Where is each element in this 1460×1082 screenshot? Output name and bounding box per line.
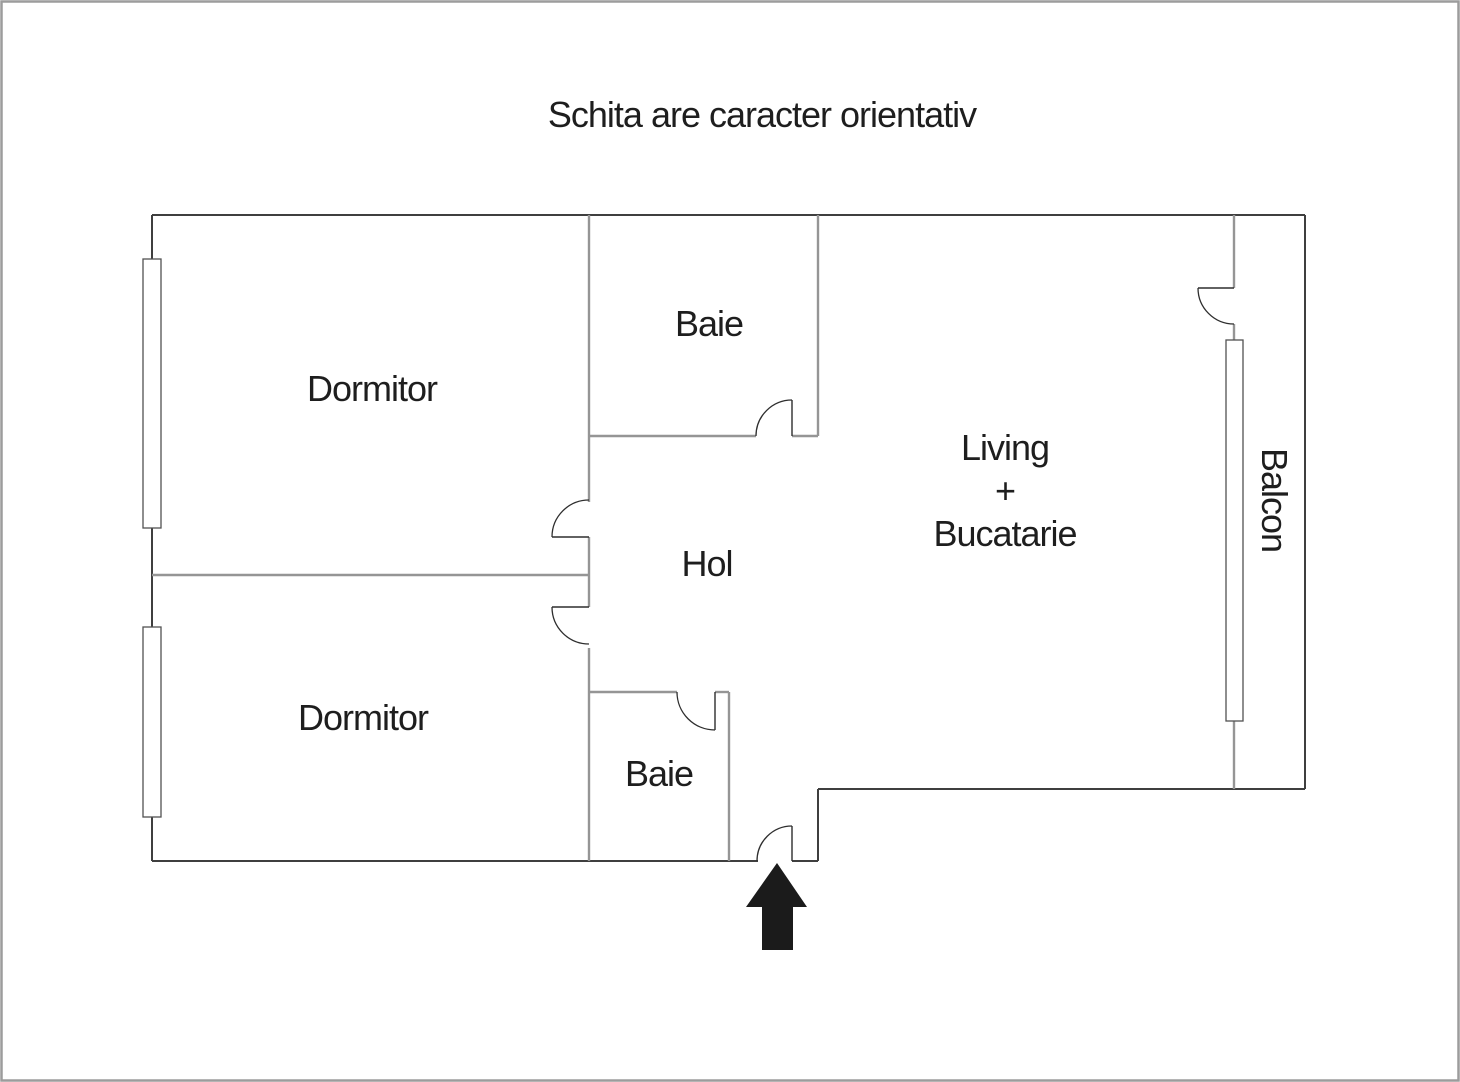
door-arc-entrance: [756, 825, 793, 862]
door-arc-baie-1: [755, 399, 793, 437]
door-arc-dormitor-2: [551, 606, 590, 645]
door-arc-baie-2: [676, 691, 716, 731]
room-label-balcon: Balcon: [1254, 448, 1295, 552]
room-label-living-line-1: Living: [961, 427, 1049, 468]
room-label-baie-2: Baie: [625, 753, 693, 794]
plan-title: Schita are caracter orientativ: [548, 94, 977, 135]
window-dormitor-1: [142, 258, 162, 529]
entrance-arrow-icon: [746, 863, 807, 950]
room-label-dormitor-1: Dormitor: [307, 368, 438, 409]
room-label-baie-1: Baie: [675, 303, 743, 344]
room-label-living-line-2: +: [995, 470, 1015, 511]
window-balcon: [1225, 339, 1244, 722]
room-label-hol: Hol: [681, 543, 732, 584]
room-label-living-line-3: Bucatarie: [933, 513, 1076, 554]
door-arc-dormitor-1: [551, 499, 590, 538]
door-arc-balcon: [1197, 287, 1235, 325]
window-dormitor-2: [142, 626, 162, 818]
room-label-dormitor-2: Dormitor: [298, 697, 429, 738]
